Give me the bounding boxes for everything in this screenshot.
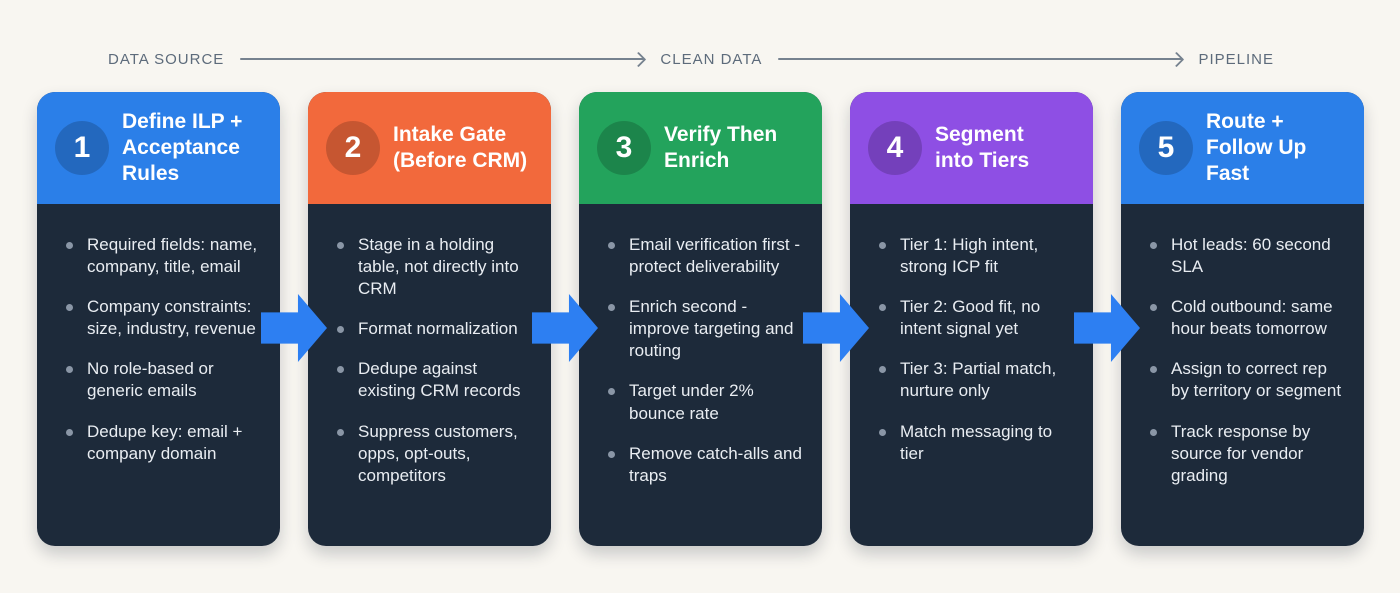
bullet-item: Suppress customers, opps, opt-outs, comp… (328, 421, 533, 487)
bullet-item: Company constraints: size, industry, rev… (57, 296, 262, 340)
process-step-card: 4 Segment into Tiers Tier 1: High intent… (850, 92, 1093, 546)
bullet-item: Enrich second - improve targeting and ro… (599, 296, 804, 362)
bullet-item: No role-based or generic emails (57, 358, 262, 402)
bullet-item: Hot leads: 60 second SLA (1141, 234, 1346, 278)
bullet-list: Email verification first - protect deliv… (599, 234, 804, 487)
flow-label-data-source: DATA SOURCE (108, 50, 225, 68)
bullet-item: Cold outbound: same hour beats tomorrow (1141, 296, 1346, 340)
card-title: Verify Then Enrich (664, 122, 778, 172)
step-number: 3 (615, 131, 633, 164)
bullet-list: Required fields: name, company, title, e… (57, 234, 262, 465)
flow-arrow-line-1 (240, 58, 645, 60)
bullet-list: Hot leads: 60 second SLA Cold outbound: s… (1141, 234, 1346, 487)
card-title: Segment into Tiers (935, 122, 1030, 172)
step-number-badge: 3 (597, 121, 651, 175)
step-number: 4 (886, 131, 904, 164)
bullet-item: Stage in a holding table, not directly i… (328, 234, 533, 300)
card-body: Hot leads: 60 second SLA Cold outbound: s… (1121, 204, 1364, 546)
bullet-item: Target under 2% bounce rate (599, 380, 804, 424)
card-body: Required fields: name, company, title, e… (37, 204, 280, 546)
card-header: 2 Intake Gate (Before CRM) (308, 92, 551, 204)
bullet-item: Format normalization (328, 318, 533, 340)
bullet-item: Tier 1: High intent, strong ICP fit (870, 234, 1075, 278)
process-step-card: 1 Define ILP + Acceptance Rules Required… (37, 92, 280, 546)
process-cards-row: 1 Define ILP + Acceptance Rules Required… (37, 92, 1364, 546)
card-header: 3 Verify Then Enrich (579, 92, 822, 204)
bullet-item: Remove catch-alls and traps (599, 443, 804, 487)
bullet-item: Tier 3: Partial match, nurture only (870, 358, 1075, 402)
card-header: 4 Segment into Tiers (850, 92, 1093, 204)
step-number: 5 (1157, 131, 1175, 164)
bullet-item: Dedupe key: email + company domain (57, 421, 262, 465)
step-number-badge: 4 (868, 121, 922, 175)
step-number: 2 (344, 131, 362, 164)
card-body: Stage in a holding table, not directly i… (308, 204, 551, 546)
bullet-item: Email verification first - protect deliv… (599, 234, 804, 278)
bullet-item: Required fields: name, company, title, e… (57, 234, 262, 278)
process-step-card: 3 Verify Then Enrich Email verification … (579, 92, 822, 546)
flow-label-clean-data: CLEAN DATA (660, 50, 763, 68)
flow-stage-row: DATA SOURCE CLEAN DATA PIPELINE (108, 48, 1274, 70)
card-title: Route + Follow Up Fast (1206, 109, 1307, 186)
card-title: Intake Gate (Before CRM) (393, 122, 528, 172)
flow-arrow-line-2 (778, 58, 1183, 60)
step-number-badge: 5 (1139, 121, 1193, 175)
bullet-item: Match messaging to tier (870, 421, 1075, 465)
card-header: 1 Define ILP + Acceptance Rules (37, 92, 280, 204)
bullet-item: Assign to correct rep by territory or se… (1141, 358, 1346, 402)
process-step-card: 5 Route + Follow Up Fast Hot leads: 60 s… (1121, 92, 1364, 546)
step-number-badge: 2 (326, 121, 380, 175)
card-title: Define ILP + Acceptance Rules (122, 109, 243, 186)
step-number: 1 (73, 131, 91, 164)
flow-label-pipeline: PIPELINE (1198, 50, 1275, 68)
bullet-item: Track response by source for vendor grad… (1141, 421, 1346, 487)
card-body: Email verification first - protect deliv… (579, 204, 822, 546)
card-header: 5 Route + Follow Up Fast (1121, 92, 1364, 204)
step-number-badge: 1 (55, 121, 109, 175)
process-step-card: 2 Intake Gate (Before CRM) Stage in a ho… (308, 92, 551, 546)
bullet-item: Dedupe against existing CRM records (328, 358, 533, 402)
bullet-item: Tier 2: Good fit, no intent signal yet (870, 296, 1075, 340)
bullet-list: Stage in a holding table, not directly i… (328, 234, 533, 487)
